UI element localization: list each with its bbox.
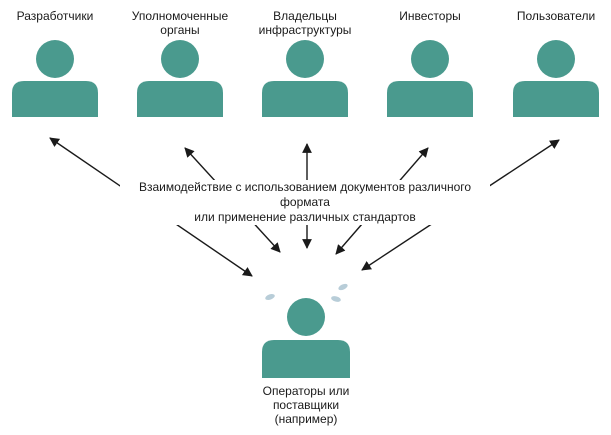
interaction-note: Взаимодействие с использованием документ… bbox=[120, 180, 490, 225]
label-line: Разработчики bbox=[16, 9, 94, 23]
person-icon-authorities bbox=[137, 40, 223, 117]
label-line: поставщики bbox=[272, 398, 340, 412]
tear-drops-icon bbox=[265, 283, 348, 302]
person-icon-investors bbox=[387, 40, 473, 117]
label-line: Уполномоченные bbox=[131, 9, 229, 23]
label-line: инфраструктуры bbox=[258, 23, 352, 37]
person-icon-infrastructure-owners bbox=[262, 40, 348, 117]
interaction-note-line-1: Взаимодействие с использованием документ… bbox=[138, 180, 472, 209]
stakeholder-label-users: Пользователи bbox=[503, 9, 609, 23]
stakeholder-label-investors: Инвесторы bbox=[380, 9, 480, 23]
person-icon-operators bbox=[262, 298, 350, 378]
label-line: Владельцы bbox=[273, 9, 337, 23]
person-icon-users bbox=[513, 40, 599, 117]
label-line: Операторы или bbox=[262, 384, 350, 398]
person-icon-developers bbox=[12, 40, 98, 117]
stakeholder-label-authorities: Уполномоченные органы bbox=[120, 9, 240, 37]
interaction-note-line-2: или применение различных стандартов bbox=[194, 210, 416, 224]
label-line: Инвесторы bbox=[399, 9, 461, 23]
label-line: (например) bbox=[274, 412, 338, 426]
stakeholder-label-infrastructure-owners: Владельцы инфраструктуры bbox=[245, 9, 365, 37]
label-line: Пользователи bbox=[516, 9, 596, 23]
operator-label: Операторы или поставщики (например) bbox=[246, 384, 366, 426]
label-line: органы bbox=[160, 23, 200, 37]
stakeholder-label-developers: Разработчики bbox=[5, 9, 105, 23]
